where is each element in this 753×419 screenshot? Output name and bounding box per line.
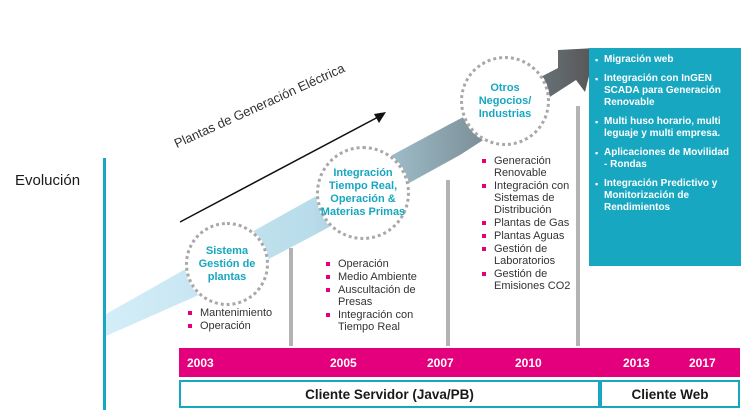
milestone-bullets-2: Operación Medio Ambiente Auscultación de… [324, 258, 436, 334]
client-server-box: Cliente Servidor (Java/PB) [179, 380, 600, 408]
milestone-bullets-1: Mantenimiento Operación [186, 307, 286, 333]
timeline-post-2005 [289, 248, 293, 346]
year-label: 2003 [187, 356, 214, 370]
milestone-label-2: Integración Tiempo Real, Operación & Mat… [321, 167, 405, 219]
milestone-label-1-line-1: Sistema [205, 244, 249, 257]
year-label: 2010 [515, 356, 542, 370]
milestone-circle-2: Integración Tiempo Real, Operación & Mat… [316, 146, 410, 240]
bullet-item: Generación Renovable [480, 155, 576, 179]
web-feature-item: Migración web [595, 54, 735, 66]
web-feature-item: Multi huso horario, multi leguaje y mult… [595, 116, 735, 140]
year-label: 2013 [623, 356, 650, 370]
milestone-label-1-line-2: Gestión de [198, 257, 256, 270]
milestone-label-2-line-3: Operación & [330, 193, 396, 205]
bullet-item: Integración con Sistemas de Distribución [480, 180, 576, 216]
milestone-label-1-line-3: plantas [207, 270, 247, 283]
web-feature-item: Aplicaciones de Movilidad - Rondas [595, 147, 735, 171]
annotation-arrow-head [374, 112, 386, 123]
milestone-circle-1: Sistema Gestión de plantas [185, 222, 269, 306]
milestone-label-1: Sistema Gestión de plantas [199, 245, 256, 284]
milestone-label-2-line-4: Materias Primas [320, 206, 406, 218]
bullet-item: Integración con Tiempo Real [324, 309, 436, 333]
bullet-item: Mantenimiento [186, 307, 286, 319]
year-label: 2017 [689, 356, 716, 370]
timeline-post-2010 [576, 106, 580, 346]
evolution-axis-bar [103, 158, 106, 410]
bullet-item: Gestión de Laboratorios [480, 243, 576, 267]
web-features-box: Migración web Integración con InGEN SCAD… [589, 48, 741, 266]
bullet-item: Plantas de Gas [480, 217, 576, 229]
bullet-item: Auscultación de Presas [324, 284, 436, 308]
year-label: 2005 [330, 356, 357, 370]
milestone-circle-3: Otros Negocios/ Industrias [460, 56, 550, 146]
web-feature-item: Integración Predictivo y Monitorización … [595, 178, 735, 214]
milestone-label-3-line-1: Otros [490, 81, 520, 94]
annotation-arrow-line [179, 115, 381, 223]
bullet-item: Plantas Aguas [480, 230, 576, 242]
milestone-bullets-3: Generación Renovable Integración con Sis… [480, 155, 576, 293]
bullet-item: Operación [186, 320, 286, 332]
bullet-item: Operación [324, 258, 436, 270]
bullet-item: Gestión de Emisiones CO2 [480, 268, 576, 292]
evolution-label: Evolución [15, 172, 81, 189]
client-web-box: Cliente Web [600, 380, 740, 408]
years-timeline-bar [179, 348, 740, 377]
milestone-label-3-line-2: Negocios/ [478, 94, 532, 107]
web-feature-item: Integración con InGEN SCADA para Generac… [595, 73, 735, 109]
timeline-post-2007 [446, 180, 450, 346]
milestone-label-2-line-2: Tiempo Real, [328, 180, 398, 192]
milestone-label-2-line-1: Integración [333, 167, 393, 179]
milestone-label-3: Otros Negocios/ Industrias [479, 82, 532, 121]
milestone-label-3-line-3: Industrias [478, 107, 532, 120]
year-label: 2007 [427, 356, 454, 370]
bullet-item: Medio Ambiente [324, 271, 436, 283]
